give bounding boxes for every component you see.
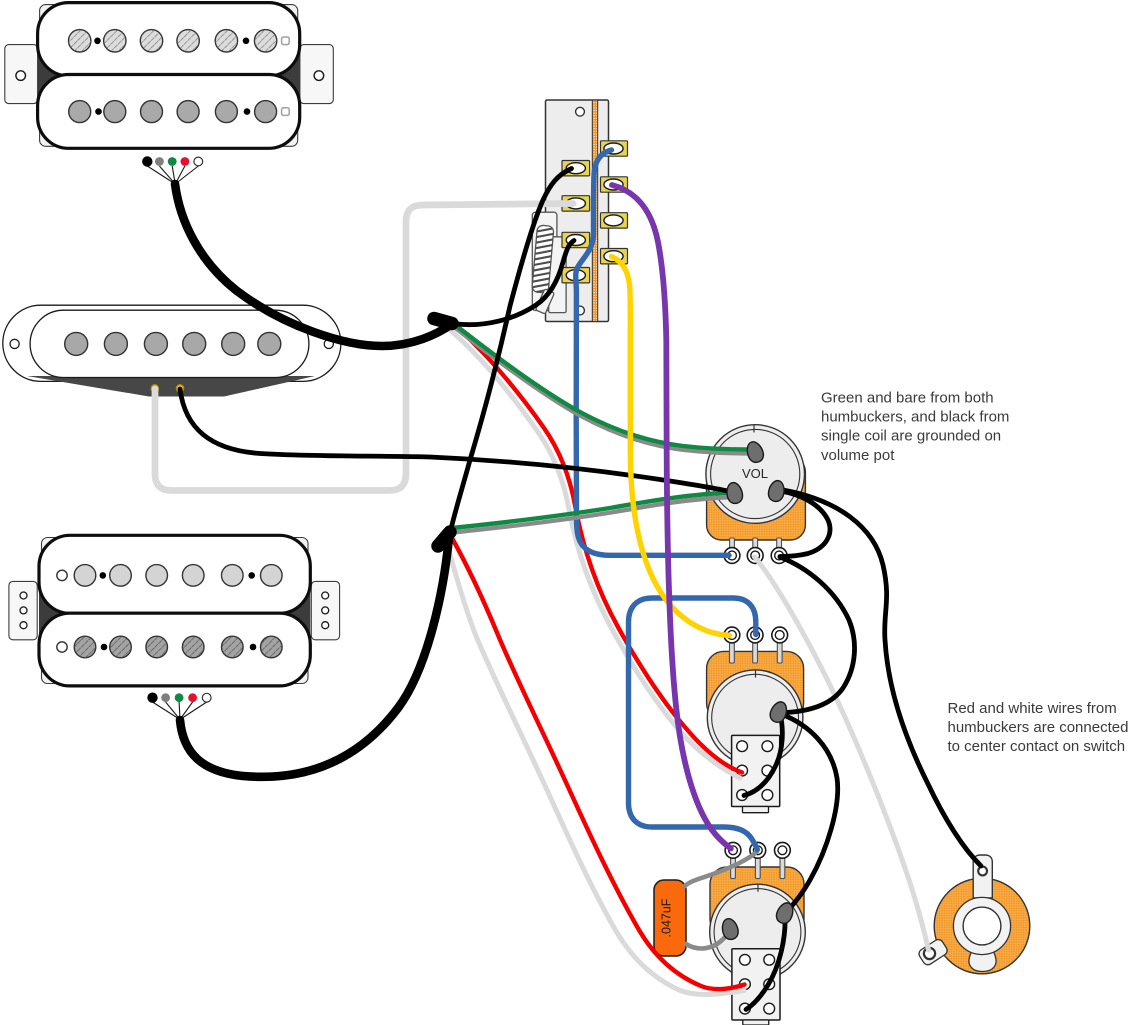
svg-text:volume pot: volume pot [821, 447, 895, 464]
svg-text:to center contact on switch: to center contact on switch [948, 738, 1126, 755]
svg-text:.047uF: .047uF [660, 898, 674, 937]
svg-text:Green and bare from both: Green and bare from both [821, 390, 994, 407]
svg-text:VOL: VOL [742, 466, 768, 481]
svg-text:single coil are grounded on: single coil are grounded on [821, 428, 1001, 445]
svg-text:humbuckers are connected: humbuckers are connected [948, 719, 1129, 736]
svg-text:Red and white wires from: Red and white wires from [948, 700, 1117, 717]
svg-text:humbuckers, and black from: humbuckers, and black from [821, 409, 1009, 426]
